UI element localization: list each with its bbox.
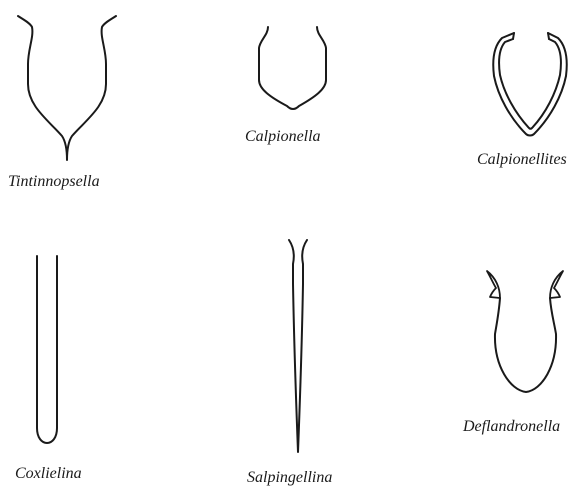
tintinnopsella-label: Tintinnopsella xyxy=(8,173,100,190)
calpionellites-specimen xyxy=(493,33,566,136)
calpionella-outline xyxy=(259,27,326,109)
calpionellites-right-collar xyxy=(548,33,549,39)
calpionellites-outer-wall xyxy=(493,33,566,136)
calpionellites-label: Calpionellites xyxy=(477,151,567,168)
coxlielina-outline xyxy=(37,256,57,443)
salpingellina-label: Salpingellina xyxy=(247,469,332,486)
coxlielina-specimen xyxy=(37,256,57,443)
coxlielina-label: Coxlielina xyxy=(15,465,82,482)
deflandronella-right-horn xyxy=(550,271,563,298)
deflandronella-left-horn xyxy=(487,271,500,298)
deflandronella-specimen xyxy=(487,271,563,392)
calpionellites-left-collar xyxy=(513,33,514,39)
deflandronella-outline xyxy=(495,298,556,392)
tintinnopsella-specimen xyxy=(18,16,116,160)
calpionellites-inner-wall xyxy=(499,39,561,129)
salpingellina-outline xyxy=(289,240,307,452)
salpingellina-specimen xyxy=(289,240,307,452)
tintinnopsella-outline xyxy=(18,16,116,160)
calpionella-specimen xyxy=(259,27,326,109)
calpionella-label: Calpionella xyxy=(245,128,321,145)
deflandronella-label: Deflandronella xyxy=(462,418,560,435)
